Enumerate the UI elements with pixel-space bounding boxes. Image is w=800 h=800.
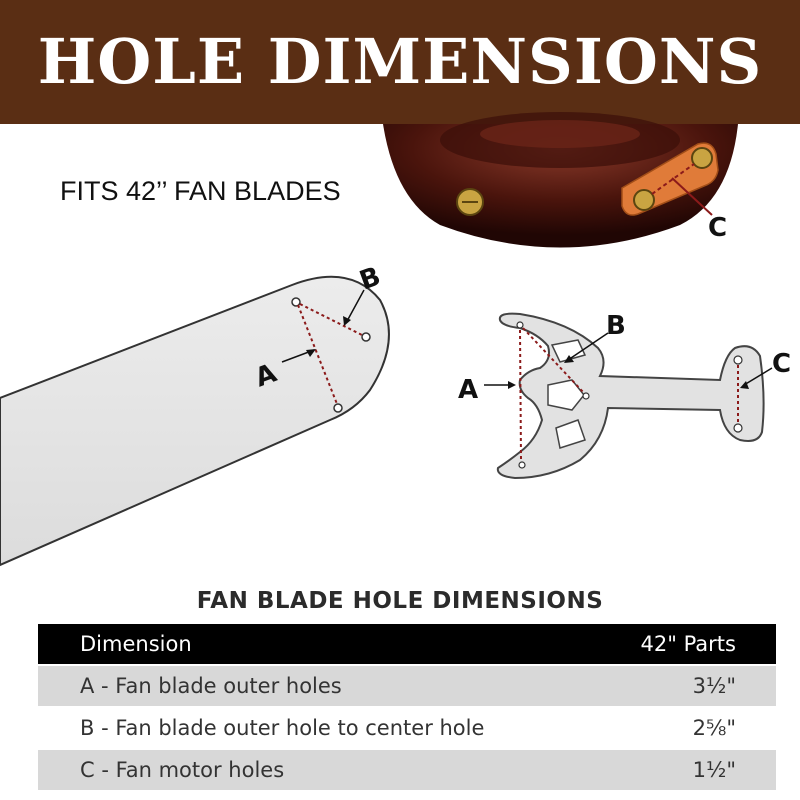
fan-blade-drawing: A B: [0, 261, 390, 567]
row-dimension: C - Fan motor holes: [80, 758, 285, 782]
row-dimension: B - Fan blade outer hole to center hole: [80, 716, 485, 740]
row-value: 3½": [692, 674, 736, 698]
table-row: A - Fan blade outer holes 3½": [38, 666, 776, 706]
fits-subtitle: FITS 42’’ FAN BLADES: [60, 176, 341, 206]
iron-label-a: A: [458, 375, 478, 405]
blade-iron-drawing: A B C: [458, 311, 791, 480]
iron-label-c: C: [772, 349, 791, 379]
blade-hole-outer-1: [291, 297, 301, 307]
row-value: 2⅝": [692, 716, 736, 740]
table-row: C - Fan motor holes 1½": [38, 750, 776, 790]
diagram: C A B A B C: [0, 112, 791, 567]
blade-hole-outer-2: [333, 403, 343, 413]
table-header-row: Dimension 42" Parts: [38, 624, 776, 664]
row-value: 1½": [692, 758, 736, 782]
motor-bracket: [621, 142, 719, 216]
table-row: B - Fan blade outer hole to center hole …: [38, 708, 776, 748]
header-parts: 42" Parts: [640, 632, 736, 656]
banner-title: HOLE DIMENSIONS: [37, 25, 763, 98]
table-title: FAN BLADE HOLE DIMENSIONS: [196, 588, 604, 614]
fan-motor-photo: C: [383, 112, 738, 248]
row-dimension: A - Fan blade outer holes: [80, 674, 342, 698]
blade-hole-center: [361, 332, 371, 342]
header-banner: HOLE DIMENSIONS: [0, 0, 800, 124]
motor-label-c: C: [708, 213, 727, 243]
iron-label-b: B: [606, 311, 626, 341]
header-dimension: Dimension: [80, 632, 192, 656]
